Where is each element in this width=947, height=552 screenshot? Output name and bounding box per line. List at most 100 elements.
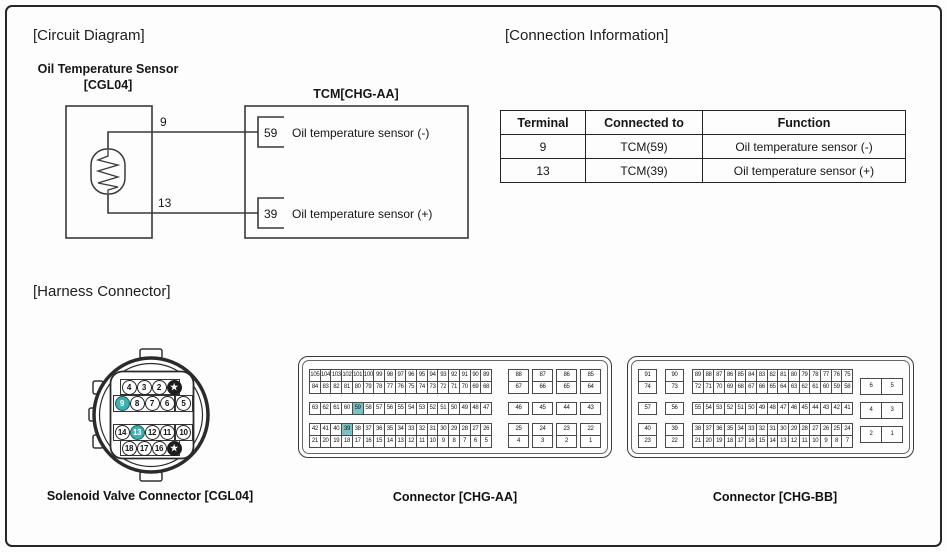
sensor-code: [CGL04] xyxy=(84,78,133,92)
terminal-bracket-59 xyxy=(257,116,284,148)
harness-connector-label: [Harness Connector] xyxy=(33,283,171,300)
pin-5: 5 xyxy=(480,435,492,448)
pin-73: 73 xyxy=(665,381,684,394)
tcm-pin-39-label: 39 xyxy=(264,207,278,221)
resistor-icon xyxy=(90,148,126,195)
pin-4: 4 xyxy=(860,401,882,419)
pin-45: 45 xyxy=(532,402,553,415)
pin-67: 67 xyxy=(508,381,529,394)
pin-18: 18 xyxy=(121,441,137,456)
pin-57: 57 xyxy=(638,402,657,415)
pin-1: 1 xyxy=(580,435,601,448)
pin-5: 5 xyxy=(881,377,903,395)
pin-row: 56 xyxy=(665,402,684,415)
terminal-bracket-39 xyxy=(257,197,284,229)
tcm-pin-39-function: Oil temperature sensor (+) xyxy=(292,207,432,221)
pin-40: 40 xyxy=(638,423,657,436)
pin-1: 1 xyxy=(881,425,903,443)
pin-58: 58 xyxy=(841,381,854,394)
table-row: 9 TCM(59) Oil temperature sensor (-) xyxy=(500,134,906,159)
pin-4: 4 xyxy=(508,435,529,448)
pin-44: 44 xyxy=(556,402,577,415)
page-border xyxy=(5,5,942,547)
tcm-pin-59-label: 59 xyxy=(264,126,278,140)
solenoid-connector-caption: Solenoid Valve Connector [CGL04] xyxy=(46,489,254,503)
chg-aa-caption: Connector [CHG-AA] xyxy=(392,490,518,504)
pin-row: 74 xyxy=(638,381,657,394)
tcm-title: TCM[CHG-AA] xyxy=(313,87,398,101)
pin-47: 47 xyxy=(480,402,492,415)
pin-5: 5 xyxy=(176,396,191,411)
terminal-cell: 13 xyxy=(500,158,586,183)
pin-7: 7 xyxy=(144,396,160,411)
pin-23: 23 xyxy=(638,435,657,448)
pin-22: 22 xyxy=(665,435,684,448)
pin-9: 9 xyxy=(114,396,130,411)
tcm-pin-59-function: Oil temperature sensor (-) xyxy=(292,126,429,140)
pin-10: 10 xyxy=(176,425,191,440)
col-header-function: Function xyxy=(702,110,906,135)
pin-11: 11 xyxy=(159,425,175,440)
pin-star: ★ xyxy=(166,441,182,456)
pin-6: 6 xyxy=(159,396,175,411)
pin-56: 56 xyxy=(665,402,684,415)
connected-to-cell: TCM(39) xyxy=(585,158,703,183)
chg-bb-caption: Connector [CHG-BB] xyxy=(712,490,838,504)
pin-6: 6 xyxy=(860,377,882,395)
pin-65: 65 xyxy=(556,381,577,394)
wire-13 xyxy=(107,194,258,214)
sensor-title: Oil Temperature Sensor xyxy=(38,62,179,76)
pin-74: 74 xyxy=(638,381,657,394)
col-header-terminal: Terminal xyxy=(500,110,586,135)
connection-information-label: [Connection Information] xyxy=(505,27,669,44)
pin-85: 85 xyxy=(580,369,601,382)
connected-to-cell: TCM(59) xyxy=(585,134,703,159)
sensor-pin-9-label: 9 xyxy=(160,115,167,129)
pin-13: 13 xyxy=(129,425,145,440)
pin-43: 43 xyxy=(580,402,601,415)
wire-9 xyxy=(107,131,258,149)
pin-2: 2 xyxy=(860,425,882,443)
pin-3: 3 xyxy=(136,379,152,395)
function-cell: Oil temperature sensor (+) xyxy=(702,158,906,183)
pin-3: 3 xyxy=(881,401,903,419)
connector-inner-outline xyxy=(631,360,910,454)
function-cell: Oil temperature sensor (-) xyxy=(702,134,906,159)
pin-star: ★ xyxy=(166,379,182,395)
pin-64: 64 xyxy=(580,381,601,394)
connector-inner-outline xyxy=(302,360,608,454)
pin-12: 12 xyxy=(144,425,160,440)
pin-66: 66 xyxy=(532,381,553,394)
pin-68: 68 xyxy=(480,381,492,394)
pin-14: 14 xyxy=(114,425,130,440)
pin-4: 4 xyxy=(121,379,137,395)
col-header-connected-to: Connected to xyxy=(585,110,703,135)
pin-8: 8 xyxy=(129,396,145,411)
pin-row: 73 xyxy=(665,381,684,394)
pin-row: 57 xyxy=(638,402,657,415)
pin-17: 17 xyxy=(136,441,152,456)
table-row: 13 TCM(39) Oil temperature sensor (+) xyxy=(500,158,906,183)
